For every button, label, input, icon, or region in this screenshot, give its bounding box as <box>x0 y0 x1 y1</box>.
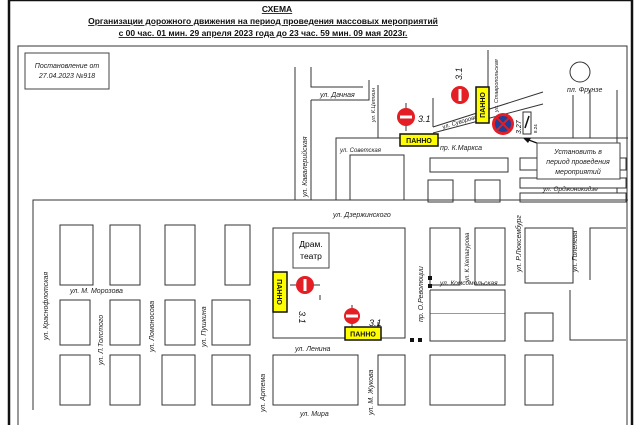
svg-text:Драм.: Драм. <box>299 239 322 249</box>
street-label-pushkina: ул. Пушкина <box>201 306 208 348</box>
no-entry-sign-icon: 3.1 <box>451 67 469 104</box>
street-label-lyuksemburg: ул. Р.Люксембург <box>515 215 523 273</box>
street-label-komsomolskaya: ул. Комсомольская <box>439 280 498 287</box>
no-entry-sign-icon: 3.1 <box>344 305 382 328</box>
street-label-morozova: ул. М. Морозова <box>69 288 123 295</box>
svg-text:ПАННО: ПАННО <box>275 279 282 305</box>
svg-text:мероприятий: мероприятий <box>555 168 601 176</box>
svg-text:ПАННО: ПАННО <box>480 92 487 118</box>
no-entry-sign-icon: 3.1 <box>290 276 320 324</box>
street-label-sovetskaya: ул. Советская <box>339 148 382 154</box>
street-label-krasnoflotskaya: ул. Краснофлотская <box>43 272 50 341</box>
street-label-khetagurova: ул. К.Хетагурова <box>465 232 471 283</box>
drama-theater: Драм. театр <box>292 232 330 269</box>
svg-text:8.24: 8.24 <box>533 124 538 133</box>
panno-label: ПАННО <box>344 326 382 341</box>
svg-text:3.1: 3.1 <box>297 311 307 324</box>
outer-frame <box>7 0 634 425</box>
svg-text:Постановление от: Постановление от <box>35 63 100 70</box>
block-outline <box>430 289 506 341</box>
street-label-lenina: ул. Ленина <box>294 346 331 353</box>
street-label-mira: ул. Мира <box>299 411 329 418</box>
panno-label: ПАННО <box>399 133 439 147</box>
street-label-ordzhonikidze: ул. Орджоникидзе <box>542 185 598 193</box>
scheme-title: СХЕМА <box>262 4 292 14</box>
street-label-artema: ул. Артема <box>260 374 267 413</box>
decree-box: Постановление от 27.04.2023 №918 <box>24 52 110 90</box>
street-label-dzerzhinskogo: ул. Дзержинского <box>332 212 391 219</box>
scheme-subtitle: Организации дорожного движения на период… <box>88 16 438 26</box>
svg-text:3.1: 3.1 <box>418 114 431 124</box>
street-label-stavropolskaya: ул. Ставропольская <box>494 59 500 113</box>
no-entry-sign-icon: 3.1 <box>397 103 431 131</box>
svg-text:Установить в: Установить в <box>553 149 602 156</box>
frunze-square-circle <box>569 61 591 83</box>
svg-text:3.1: 3.1 <box>369 318 382 328</box>
blocks-south <box>59 224 574 406</box>
street-label-orevolyutsii: пр. О.Революции <box>418 266 425 322</box>
street-label-lomonosova: ул. Ломоносова <box>149 301 156 353</box>
svg-text:3.27: 3.27 <box>516 119 523 134</box>
no-stopping-sign-icon: 3.27 8.24 <box>492 111 538 135</box>
street-label-frunze: пл. Фрунзе <box>567 87 602 94</box>
street-label-zetkin: ул. К.Цеткин <box>371 88 377 123</box>
street-label-dachnaya: ул. Дачная <box>319 92 355 99</box>
svg-text:27.04.2023 №918: 27.04.2023 №918 <box>38 73 95 80</box>
scheme-period: с 00 час. 01 мин. 29 апреля 2023 года до… <box>119 28 408 38</box>
svg-text:3.1: 3.1 <box>454 67 464 80</box>
street-label-tolstogo: ул. Л.Толстого <box>98 315 105 366</box>
street-label-zhukova: ул. М. Жукова <box>368 369 375 416</box>
svg-text:ПАННО: ПАННО <box>350 332 376 339</box>
street-label-kmarksa: пр. К.Маркса <box>440 145 482 152</box>
street-label-goleneva: ул. Голенева <box>572 231 579 273</box>
panno-label: ПАННО <box>475 86 490 124</box>
svg-text:ПАННО: ПАННО <box>406 138 432 145</box>
svg-text:период проведения: период проведения <box>546 158 610 166</box>
install-callout: Установить в период проведения мероприят… <box>523 138 621 180</box>
svg-text:театр: театр <box>300 251 322 261</box>
street-label-kavaleriyskaya: ул. Кавалерийская <box>301 136 309 198</box>
map-frame <box>17 45 628 425</box>
panno-label: ПАННО <box>272 271 288 313</box>
barrier-markers <box>410 276 432 342</box>
